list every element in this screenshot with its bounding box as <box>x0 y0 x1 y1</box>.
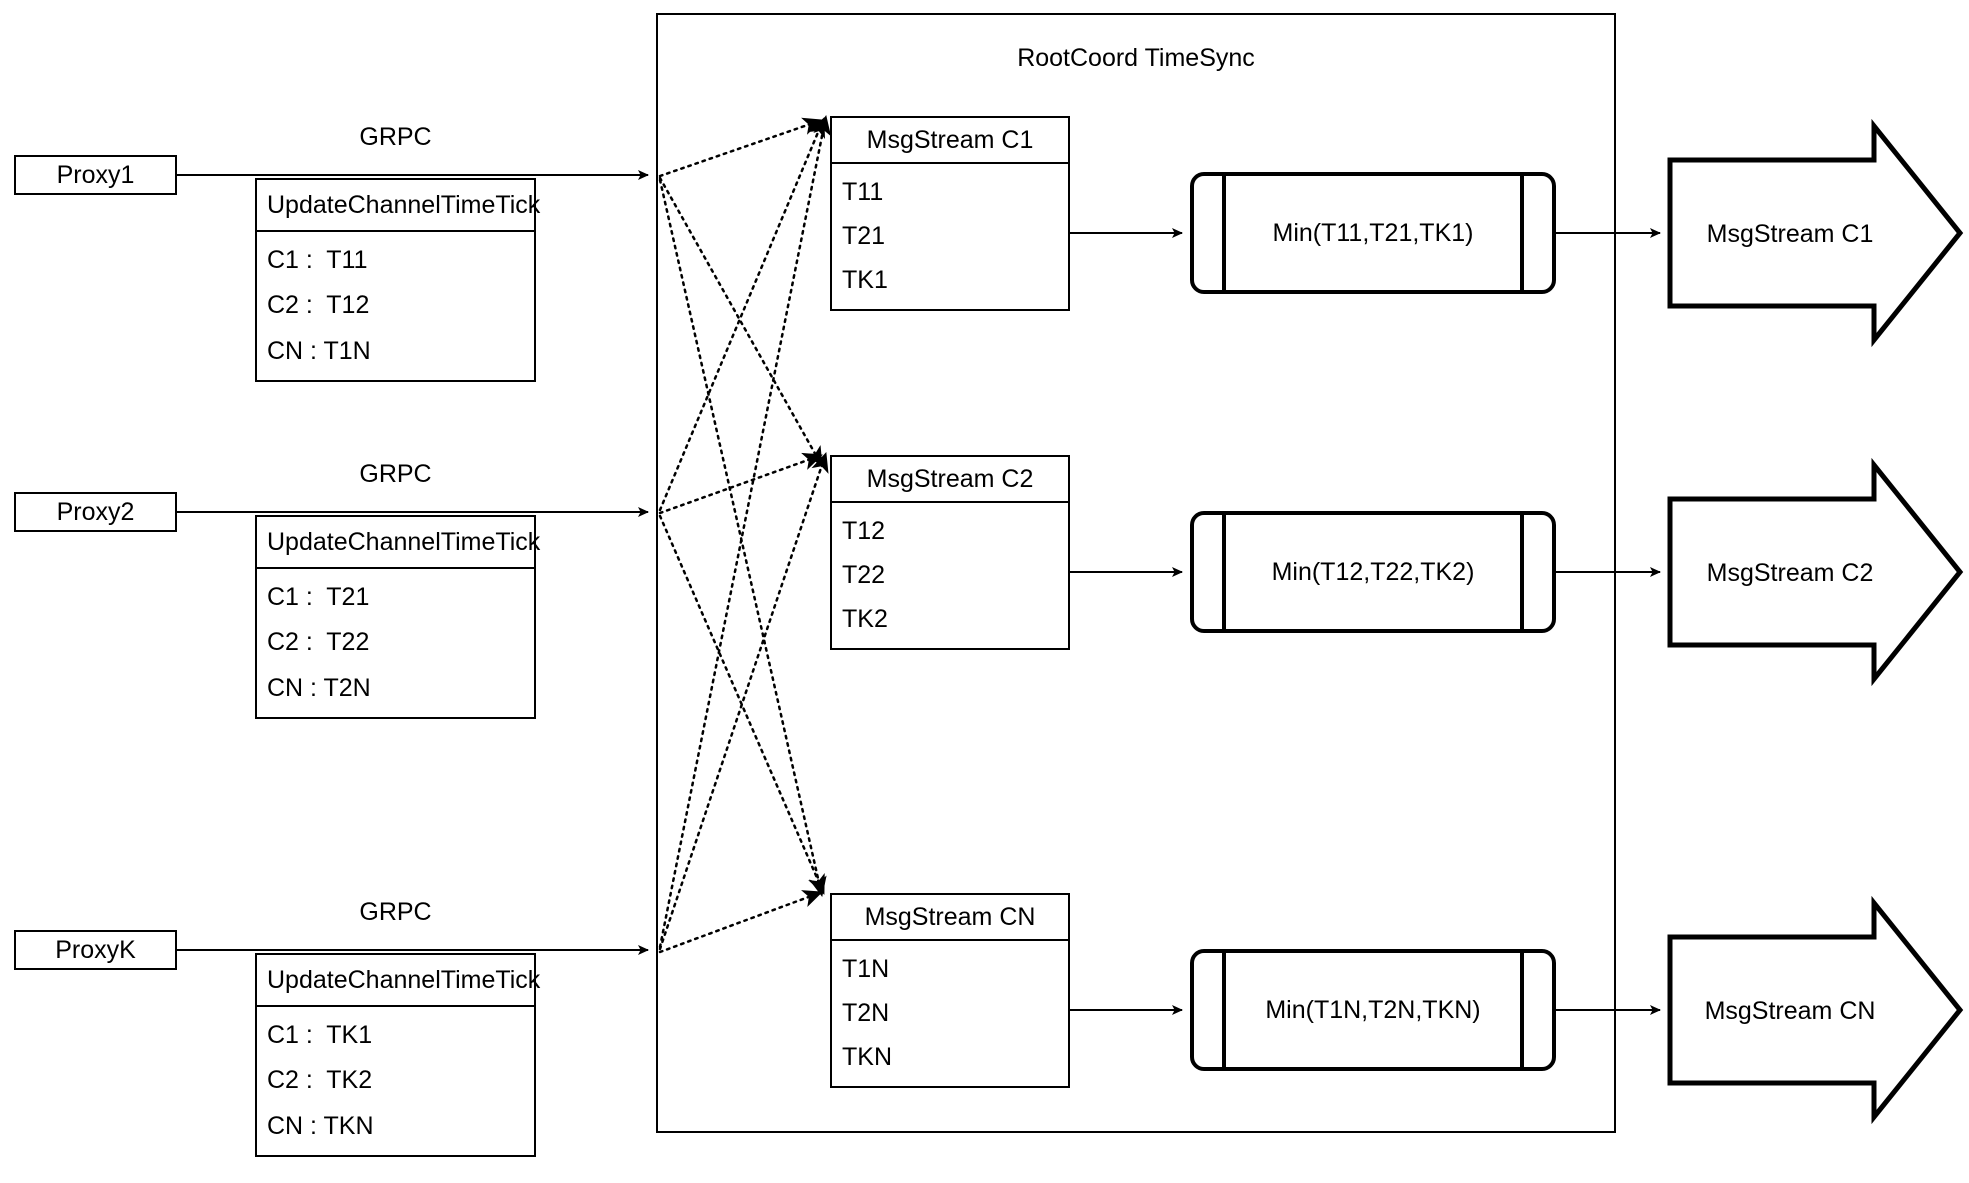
min-process-c2: Min(T12,T22,TK2) <box>1190 511 1556 633</box>
request-item: CN : T2N <box>267 673 371 702</box>
msgstream-items-c2: T12 T22 TK2 <box>832 503 1068 648</box>
edge-p2-c1 <box>658 116 826 512</box>
request-title-2: UpdateChannelTimeTick <box>257 517 540 569</box>
request-item: C1 : T21 <box>267 583 370 612</box>
grpc-label-1: GRPC <box>359 123 432 151</box>
update-channel-timetick-2: UpdateChannelTimeTick C1 : T21 C2 : T22 … <box>255 515 540 719</box>
edge-pk-cn <box>658 890 824 954</box>
msgstream-title-c2: MsgStream C2 <box>832 457 1068 503</box>
proxy-label-2: Proxy2 <box>56 497 135 526</box>
rootcoord-timesync-group <box>656 13 1616 1133</box>
block-arrow-c1 <box>1667 118 1964 348</box>
msgstream-items-c1: T11 T21 TK1 <box>832 164 1068 309</box>
stream-to-min-edges <box>1070 228 1183 1015</box>
grpc-label-k: GRPC <box>359 898 432 926</box>
request-item: C1 : T11 <box>267 246 368 275</box>
edge-p1-cn <box>658 178 827 898</box>
msgstream-item: T21 <box>842 221 886 250</box>
proxy-box-2[interactable]: Proxy2 <box>14 492 177 532</box>
output-label-c2: MsgStream C2 <box>1706 559 1874 587</box>
min-label-c2: Min(T12,T22,TK2) <box>1271 557 1475 586</box>
timetick-dispatch-edges <box>658 114 832 954</box>
msgstream-item: T12 <box>842 516 886 545</box>
request-items-1: C1 : T11 C2 : T12 CN : T1N <box>257 232 534 380</box>
request-item: C1 : TK1 <box>267 1021 373 1050</box>
output-label-c1: MsgStream C1 <box>1706 220 1874 248</box>
msgstream-item: TK2 <box>842 605 888 634</box>
msgstream-box-c1: MsgStream C1 T11 T21 TK1 <box>830 116 1070 311</box>
edge-p2-c2 <box>658 452 824 515</box>
msgstream-item: TK1 <box>842 266 888 295</box>
msgstream-item: TKN <box>842 1043 892 1072</box>
request-items-2: C1 : T21 C2 : T22 CN : T2N <box>257 569 534 717</box>
block-arrow-cn <box>1667 895 1964 1125</box>
msgstream-box-c2: MsgStream C2 T12 T22 TK2 <box>830 455 1070 650</box>
request-item: CN : TKN <box>267 1111 374 1140</box>
proxy-label-1: Proxy1 <box>56 160 135 189</box>
msgstream-item: T22 <box>842 560 886 589</box>
msgstream-title-c1: MsgStream C1 <box>832 118 1068 164</box>
proxy-to-hub-edges <box>177 170 649 955</box>
request-title-k: UpdateChannelTimeTick <box>257 955 540 1007</box>
min-label-c1: Min(T11,T21,TK1) <box>1272 218 1474 247</box>
request-item: C2 : T12 <box>267 291 370 320</box>
msgstream-item: T11 <box>842 177 884 206</box>
msgstream-box-cn: MsgStream CN T1N T2N TKN <box>830 893 1070 1088</box>
rootcoord-timesync-title: RootCoord TimeSync <box>1017 44 1255 72</box>
block-arrow-c2 <box>1667 457 1964 687</box>
output-label-cn: MsgStream CN <box>1704 997 1876 1025</box>
min-to-output-edges <box>1556 228 1661 1015</box>
grpc-label-2: GRPC <box>359 460 432 488</box>
edge-pk-c1 <box>658 114 832 949</box>
msgstream-item: T2N <box>842 998 890 1027</box>
proxy-box-k[interactable]: ProxyK <box>14 930 177 970</box>
msgstream-items-cn: T1N T2N TKN <box>832 941 1068 1086</box>
proxy-box-1[interactable]: Proxy1 <box>14 155 177 195</box>
update-channel-timetick-k: UpdateChannelTimeTick C1 : TK1 C2 : TK2 … <box>255 953 540 1157</box>
proxy-label-k: ProxyK <box>55 935 136 964</box>
min-label-cn: Min(T1N,T2N,TKN) <box>1265 995 1481 1024</box>
request-title-1: UpdateChannelTimeTick <box>257 180 540 232</box>
request-items-k: C1 : TK1 C2 : TK2 CN : TKN <box>257 1007 534 1155</box>
edge-p1-c1 <box>658 117 824 178</box>
edge-p1-c2 <box>658 176 824 468</box>
msgstream-title-cn: MsgStream CN <box>832 895 1068 941</box>
update-channel-timetick-1: UpdateChannelTimeTick C1 : T11 C2 : T12 … <box>255 178 540 382</box>
min-process-c1: Min(T11,T21,TK1) <box>1190 172 1556 294</box>
request-item: C2 : T22 <box>267 628 370 657</box>
edge-pk-c2 <box>658 451 829 951</box>
output-block-arrows <box>1667 118 1964 1125</box>
min-process-cn: Min(T1N,T2N,TKN) <box>1190 949 1556 1071</box>
msgstream-item: T1N <box>842 954 890 983</box>
request-item: C2 : TK2 <box>267 1066 373 1095</box>
request-item: CN : T1N <box>267 336 371 365</box>
